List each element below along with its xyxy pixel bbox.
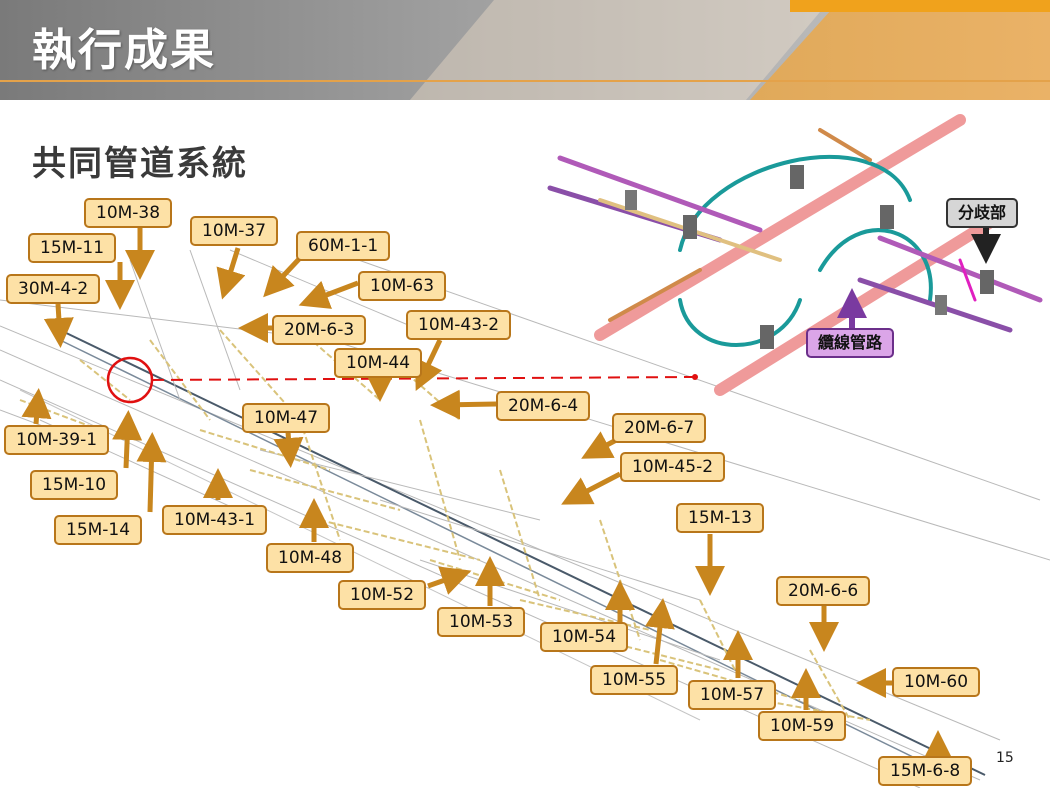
label-10M-52: 10M-52 xyxy=(338,580,427,610)
label-10M-53: 10M-53 xyxy=(437,607,526,637)
label-10M-59: 10M-59 xyxy=(758,711,847,741)
label-10M-55: 10M-55 xyxy=(590,665,679,695)
label-60M-1-1: 60M-1-1 xyxy=(296,231,391,261)
header-rule xyxy=(0,80,1050,82)
cable-conduit-tag: 纜線管路 xyxy=(806,328,895,358)
label-10M-48: 10M-48 xyxy=(266,543,355,573)
header-decor-pale xyxy=(410,0,830,100)
label-15M-11: 15M-11 xyxy=(28,233,117,263)
branch-section-tag: 分歧部 xyxy=(946,198,1019,228)
label-15M-10: 15M-10 xyxy=(30,470,119,500)
header-decor-top xyxy=(790,0,1050,12)
label-10M-43-1: 10M-43-1 xyxy=(162,505,268,535)
label-30M-4-2: 30M-4-2 xyxy=(6,274,101,304)
label-10M-60: 10M-60 xyxy=(892,667,981,697)
label-15M-6-8: 15M-6-8 xyxy=(878,756,973,786)
header-band xyxy=(0,0,1050,100)
label-10M-54: 10M-54 xyxy=(540,622,629,652)
label-15M-13: 15M-13 xyxy=(676,503,765,533)
label-10M-47: 10M-47 xyxy=(242,403,331,433)
label-15M-14: 15M-14 xyxy=(54,515,143,545)
label-10M-43-2: 10M-43-2 xyxy=(406,310,512,340)
label-10M-44: 10M-44 xyxy=(334,348,423,378)
label-arrows xyxy=(21,228,953,760)
slide-number: 15 xyxy=(996,750,1014,766)
label-20M-6-7: 20M-6-7 xyxy=(612,413,707,443)
page-title: 執行成果 xyxy=(32,25,216,76)
label-10M-45-2: 10M-45-2 xyxy=(620,452,726,482)
callout-end-dot xyxy=(692,374,698,380)
section-subtitle: 共同管道系統 xyxy=(32,144,248,184)
branch-detail-illustration xyxy=(547,114,1043,396)
label-10M-38: 10M-38 xyxy=(84,198,173,228)
label-10M-37: 10M-37 xyxy=(190,216,279,246)
label-20M-6-6: 20M-6-6 xyxy=(776,576,871,606)
label-10M-63: 10M-63 xyxy=(358,271,447,301)
label-20M-6-3: 20M-6-3 xyxy=(272,315,367,345)
label-20M-6-4: 20M-6-4 xyxy=(496,391,591,421)
label-10M-57: 10M-57 xyxy=(688,680,777,710)
label-10M-39-1: 10M-39-1 xyxy=(4,425,110,455)
